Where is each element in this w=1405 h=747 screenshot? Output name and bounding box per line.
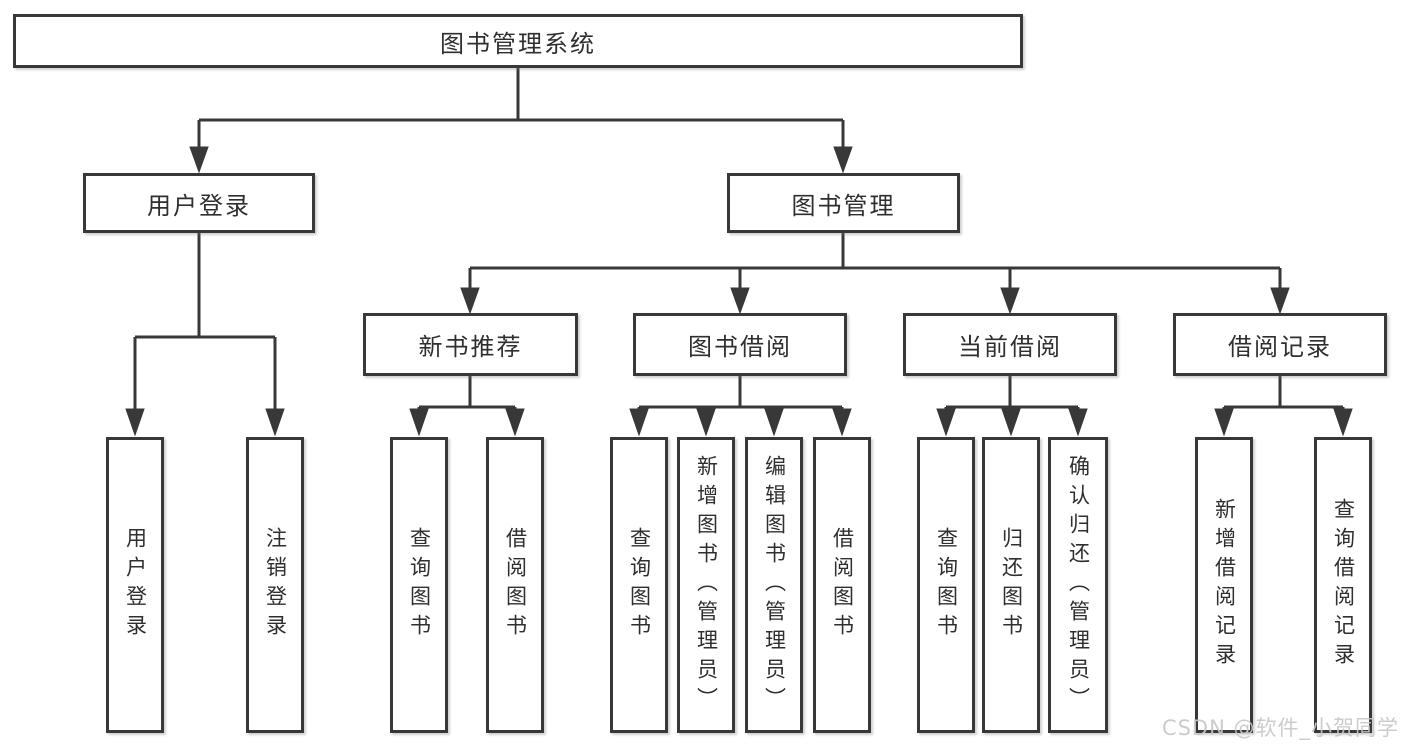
- leaf-return-books: 归还图书: [982, 437, 1040, 733]
- leaf-query-books-current: 查询图书: [917, 437, 975, 733]
- node-label: 归还图书: [999, 527, 1024, 643]
- node-book-borrowing: 图书借阅: [633, 313, 847, 376]
- node-label: 查询图书: [627, 527, 652, 643]
- node-new-book-recommendation: 新书推荐: [363, 313, 578, 376]
- node-label: 确认归还（管理员）: [1066, 454, 1091, 716]
- node-label: 新增图书（管理员）: [694, 454, 719, 716]
- node-label: 图书借阅: [688, 333, 792, 361]
- node-label: 用户登录: [147, 191, 251, 220]
- leaf-edit-books-admin: 编辑图书（管理员）: [745, 437, 803, 733]
- node-borrowing-records: 借阅记录: [1173, 313, 1387, 376]
- node-label: 借阅图书: [830, 527, 855, 643]
- node-label: 编辑图书（管理员）: [762, 454, 787, 716]
- node-label: 当前借阅: [958, 333, 1062, 361]
- edge-current-borrow-to-leaves: [936, 376, 1088, 437]
- node-current-borrowing: 当前借阅: [903, 313, 1117, 376]
- node-label: 注销登录: [263, 527, 288, 643]
- edge-new-book-to-leaves: [409, 376, 525, 437]
- leaf-borrow-books-recommend: 借阅图书: [486, 437, 544, 733]
- node-label: 查询借阅记录: [1331, 498, 1356, 672]
- leaf-query-borrow-record: 查询借阅记录: [1314, 437, 1372, 733]
- node-label: 查询图书: [407, 527, 432, 643]
- edge-book-borrow-to-leaves: [629, 376, 852, 437]
- node-label: 借阅图书: [503, 527, 528, 643]
- edge-book-management-to-level3: [460, 233, 1290, 315]
- leaf-add-borrow-record: 新增借阅记录: [1195, 437, 1253, 733]
- node-label: 图书管理: [791, 191, 896, 220]
- node-library-management-system: 图书管理系统: [13, 14, 1023, 68]
- edge-user-login-to-leaves: [125, 233, 285, 437]
- leaf-logout: 注销登录: [246, 437, 304, 733]
- leaf-add-books-admin: 新增图书（管理员）: [677, 437, 735, 733]
- leaf-borrow-books: 借阅图书: [813, 437, 871, 733]
- edge-root-to-level2: [189, 68, 853, 174]
- node-label: 图书管理系统: [440, 29, 596, 58]
- csdn-watermark: CSDN @软件_小贺同学: [1161, 716, 1399, 740]
- leaf-query-books-recommend: 查询图书: [390, 437, 448, 733]
- node-user-login: 用户登录: [83, 173, 315, 233]
- node-label: 用户登录: [123, 527, 148, 643]
- edge-borrow-record-to-leaves: [1214, 376, 1353, 437]
- node-label: 借阅记录: [1228, 333, 1332, 361]
- leaf-confirm-return-admin: 确认归还（管理员）: [1048, 437, 1108, 733]
- node-label: 新书推荐: [418, 333, 523, 361]
- node-label: 新增借阅记录: [1212, 498, 1237, 672]
- leaf-query-books-borrow: 查询图书: [610, 437, 668, 733]
- leaf-user-login: 用户登录: [106, 437, 164, 733]
- node-book-management: 图书管理: [727, 173, 960, 233]
- node-label: 查询图书: [934, 527, 959, 643]
